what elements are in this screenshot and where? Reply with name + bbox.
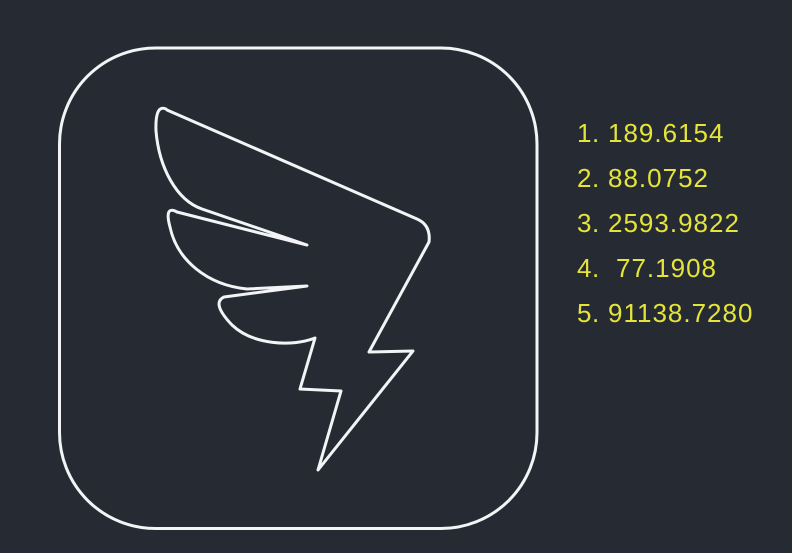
list-item-index: 4. <box>577 253 600 283</box>
list-item: 1. 189.6154 <box>577 111 753 156</box>
list-item-value: 88.0752 <box>608 163 709 193</box>
list-item: 5. 91138.7280 <box>577 291 753 336</box>
list-item: 3. 2593.9822 <box>577 201 753 246</box>
list-item-index: 1. <box>577 118 600 148</box>
list-item-value: 77.1908 <box>616 253 717 283</box>
rounded-square-outline <box>58 46 539 530</box>
list-item-index: 3. <box>577 208 600 238</box>
list-item-value: 2593.9822 <box>608 208 740 238</box>
list-item-value: 189.6154 <box>608 118 725 148</box>
measurement-list: 1. 189.6154 2. 88.0752 3. 2593.9822 4. 7… <box>577 111 753 336</box>
list-item-index: 5. <box>577 298 600 328</box>
list-item: 4. 77.1908 <box>577 246 753 291</box>
dingtalk-wing-lightning-icon <box>154 106 431 472</box>
list-item: 2. 88.0752 <box>577 156 753 201</box>
list-item-index: 2. <box>577 163 600 193</box>
list-item-value: 91138.7280 <box>608 298 754 328</box>
